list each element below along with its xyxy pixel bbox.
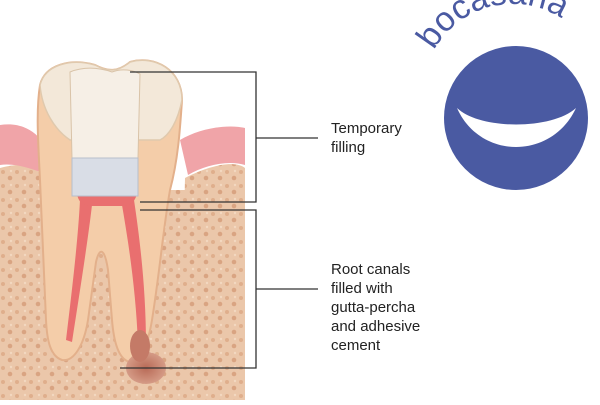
logo-circle — [444, 46, 588, 190]
bocasana-logo: bocasana — [409, 0, 588, 190]
cotton-pellet — [71, 157, 139, 197]
gum-right — [180, 126, 245, 175]
root-canal-left — [66, 200, 92, 342]
label-root-canals: Root canals filled with gutta-percha and… — [331, 261, 421, 354]
label-temporary-filling: Temporary filling — [331, 120, 402, 156]
root-canal-right — [122, 200, 146, 345]
logo-smile — [457, 108, 576, 147]
leader-temporary-filling — [130, 71, 257, 203]
apical-abscess-core — [130, 330, 150, 362]
temporary-filling-material — [69, 67, 141, 159]
logo-wordmark: bocasana — [409, 0, 576, 55]
gum-left — [0, 124, 48, 175]
